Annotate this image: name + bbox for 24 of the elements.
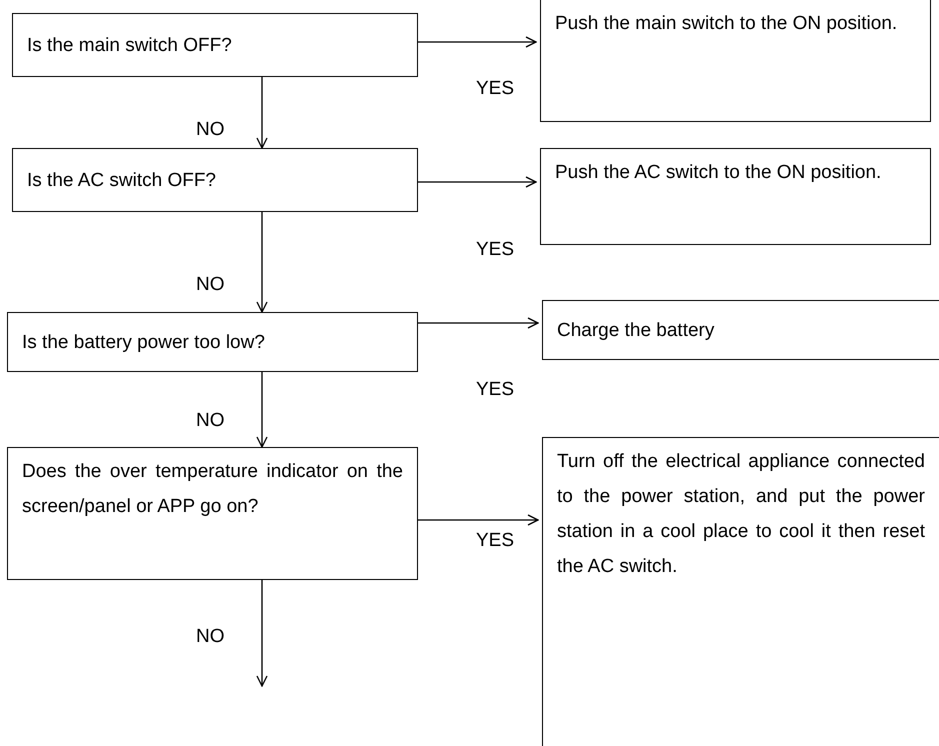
box-text: Does the over temperature indicator on the screen/panel or APP go on?: [22, 460, 403, 519]
box-text: Is the main switch OFF?: [27, 34, 233, 58]
arrow: [256, 580, 268, 687]
decision-box: [7, 312, 418, 372]
arrow: [256, 212, 268, 313]
arrow: [418, 317, 539, 329]
box-text: Charge the battery: [557, 318, 716, 342]
arrow: [418, 176, 537, 188]
box-text: Turn off the electrical appliance connected to the power station, and put the power station in a cool place to cool it then reset the AC switch.: [557, 450, 925, 579]
decision-box: [7, 447, 418, 580]
decision-box: [12, 148, 418, 212]
arrow: [418, 36, 537, 48]
decision-box: [12, 13, 418, 77]
box-text: Is the battery power too low?: [22, 330, 266, 354]
action-box: [540, 0, 931, 122]
box-text: Push the main switch to the ON position.: [555, 12, 898, 36]
box-text: Is the AC switch OFF?: [27, 168, 217, 192]
box-text: Push the AC switch to the ON position.: [555, 161, 882, 185]
arrow: [256, 77, 268, 149]
action-box: [542, 437, 939, 746]
action-box: [540, 148, 931, 245]
action-box: [542, 300, 939, 360]
arrow: [418, 514, 539, 526]
arrow: [256, 372, 268, 448]
